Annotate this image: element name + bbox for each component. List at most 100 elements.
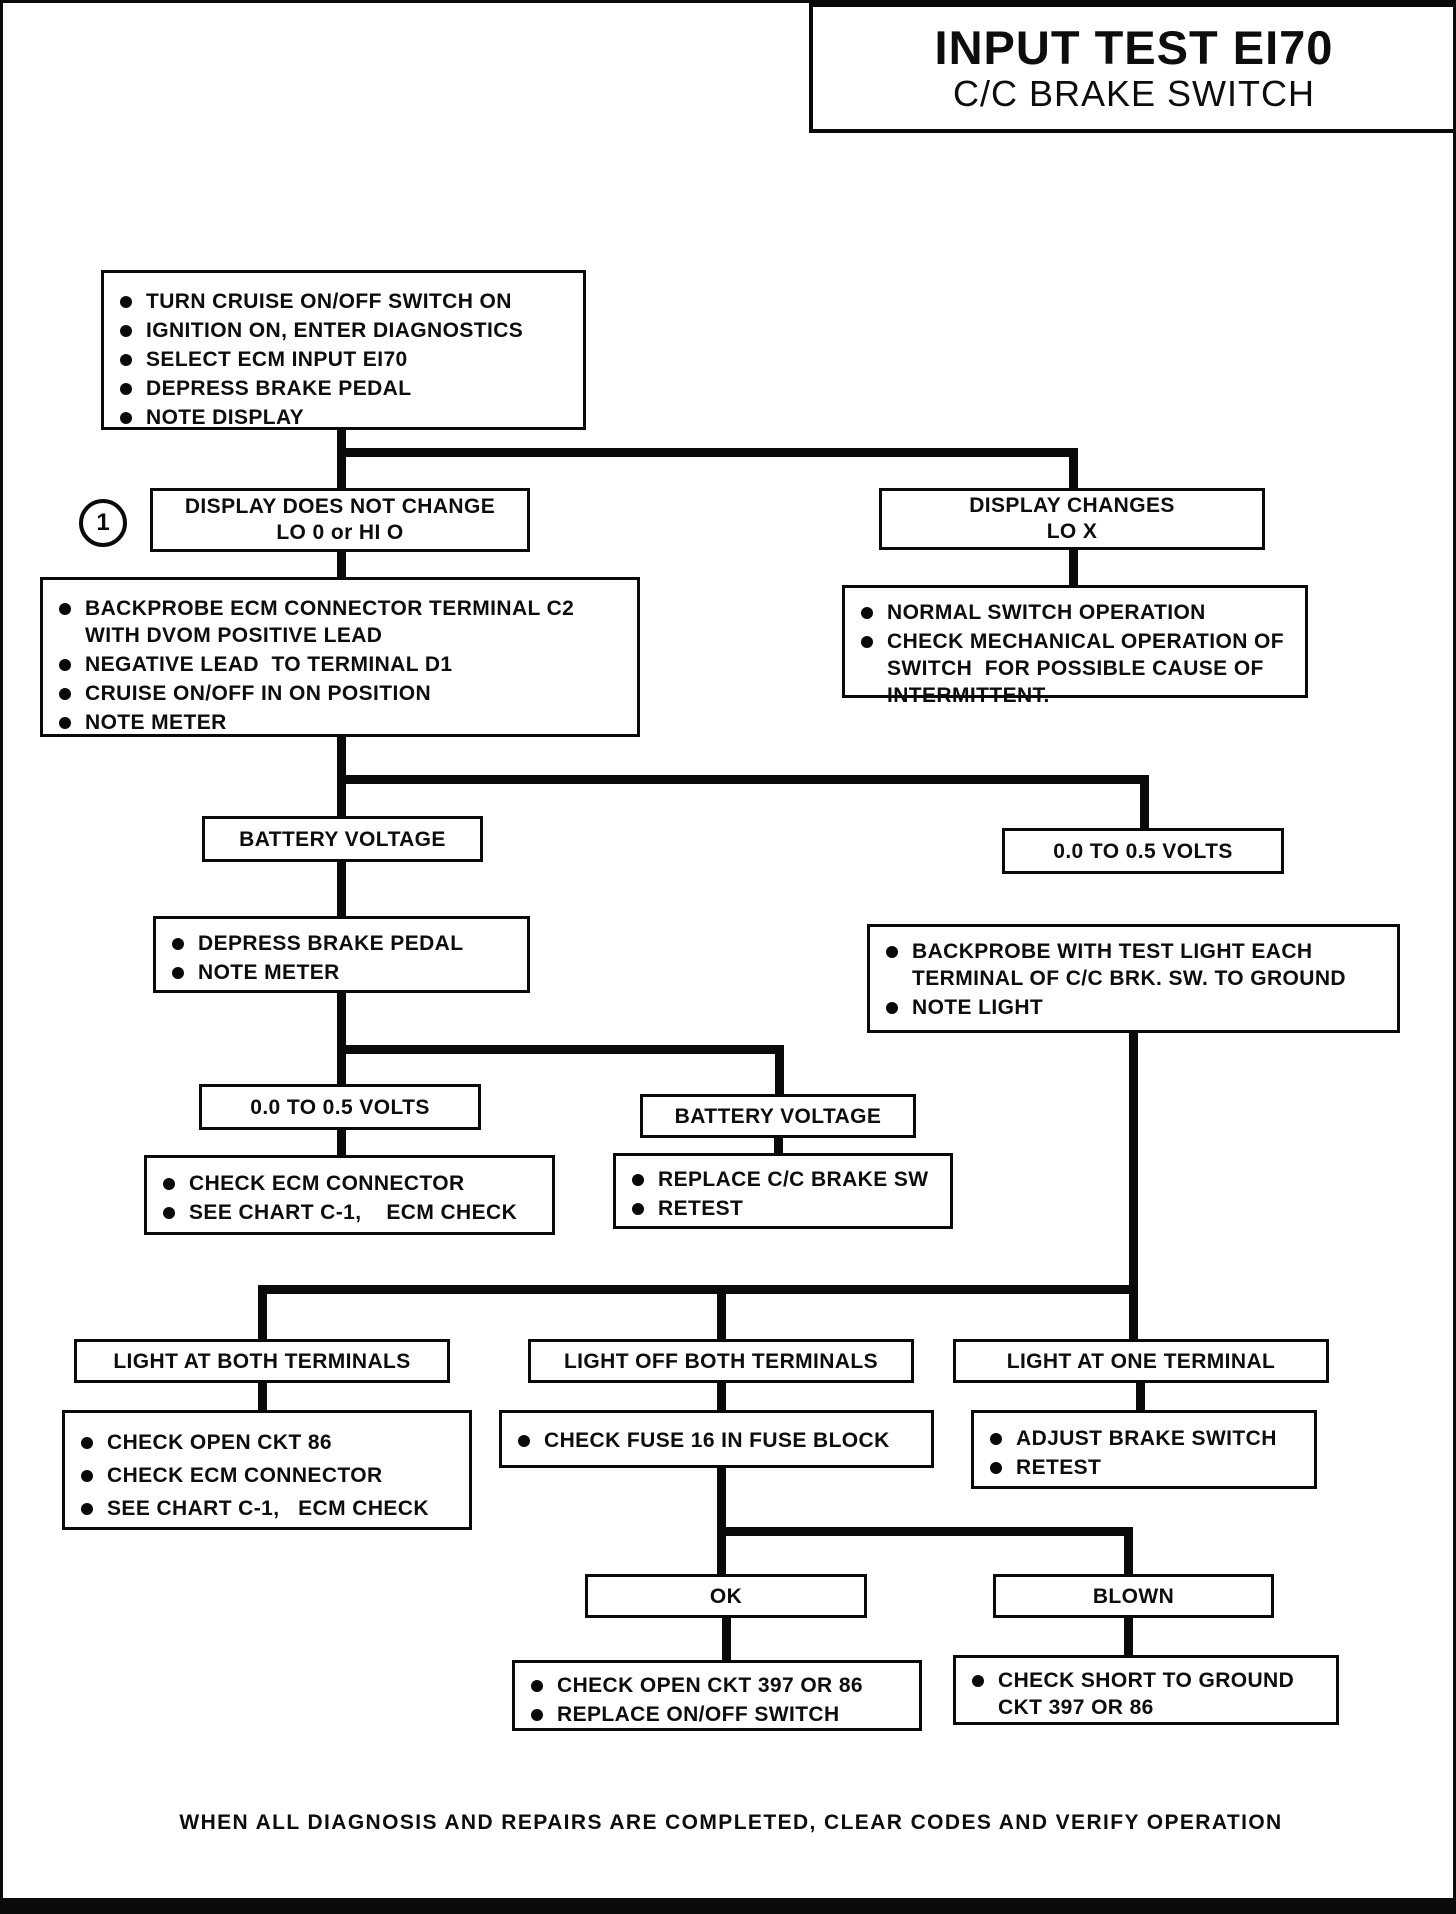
connector [1136,1382,1145,1410]
connector [1140,775,1149,828]
node-light-at-one-terminal: LIGHT AT ONE TERMINAL [953,1339,1329,1383]
bullet-icon [163,1207,175,1219]
connector [717,1468,726,1536]
bullet-icon [861,636,873,648]
node-depress-brake-pedal: DEPRESS BRAKE PEDAL NOTE METER [153,916,530,993]
list-item: NORMAL SWITCH OPERATION [861,599,1295,626]
result-text: 0.0 TO 0.5 VOLTS [250,1095,430,1119]
bullet-icon [120,354,132,366]
result-text: BATTERY VOLTAGE [239,827,446,851]
result-text: LO 0 or HI O [276,521,404,544]
list-item: RETEST [632,1195,940,1222]
instruction-text: NOTE METER [198,961,340,984]
step-marker: 1 [79,499,127,547]
list-item: SEE CHART C-1, ECM CHECK [163,1199,542,1226]
node-normal-switch-operation: NORMAL SWITCH OPERATION CHECK MECHANICAL… [842,585,1308,707]
bullet-icon [886,1002,898,1014]
connector [717,1382,726,1410]
bullet-icon [81,1437,93,1449]
page-bottom-border [3,1898,1453,1911]
list-item: CHECK MECHANICAL OPERATION OF SWITCH FOR… [861,628,1295,709]
list-item: DEPRESS BRAKE PEDAL [120,375,573,402]
node-check-open-ckt397: CHECK OPEN CKT 397 OR 86 REPLACE ON/OFF … [512,1660,922,1731]
result-text: LIGHT AT BOTH TERMINALS [113,1349,411,1373]
connector [1124,1527,1133,1574]
node-fuse-blown: BLOWN [993,1574,1274,1618]
node-check-open-ckt86: CHECK OPEN CKT 86 CHECK ECM CONNECTOR SE… [62,1410,472,1530]
bullet-icon [120,412,132,424]
connector [258,1294,267,1339]
result-text: BLOWN [1092,1584,1175,1608]
node-replace-brake-switch: REPLACE C/C BRAKE SW RETEST [613,1153,953,1229]
connector [717,1536,726,1574]
bullet-icon [120,325,132,337]
bullet-icon [172,967,184,979]
connector [775,1045,784,1094]
node-volts-low-left: 0.0 TO 0.5 VOLTS [199,1084,481,1130]
bullet-icon [861,607,873,619]
instruction-text: SEE CHART C-1, ECM CHECK [189,1201,518,1224]
instruction-text: ADJUST BRAKE SWITCH [1016,1427,1277,1450]
instruction-text: REPLACE ON/OFF SWITCH [557,1703,840,1726]
instruction-text: CRUISE ON/OFF IN ON POSITION [85,682,432,705]
list-item: RETEST [990,1454,1304,1481]
bullet-icon [518,1435,530,1447]
list-item: SELECT ECM INPUT EI70 [120,346,573,373]
list-item: CHECK ECM CONNECTOR [81,1462,459,1489]
connector [337,861,346,916]
list-item: CHECK FUSE 16 IN FUSE BLOCK [518,1427,921,1454]
list-item: NEGATIVE LEAD TO TERMINAL D1 [59,651,627,678]
page-title: INPUT TEST EI70 [934,21,1334,74]
instruction-text: IGNITION ON, ENTER DIAGNOSTICS [146,319,524,342]
instruction-text: CHECK ECM CONNECTOR [189,1172,465,1195]
title-box: INPUT TEST EI70 C/C BRAKE SWITCH [809,3,1453,133]
instruction-text: NOTE DISPLAY [146,406,305,429]
node-light-off-both-terminals: LIGHT OFF BOTH TERMINALS [528,1339,914,1383]
instruction-text: BACKPROBE WITH TEST LIGHT EACH TERMINAL … [912,940,1346,990]
connector [717,1527,1133,1536]
node-light-at-both-terminals: LIGHT AT BOTH TERMINALS [74,1339,450,1383]
instruction-text: NORMAL SWITCH OPERATION [887,601,1206,624]
node-check-fuse-16: CHECK FUSE 16 IN FUSE BLOCK [499,1410,934,1468]
node-battery-voltage-1: BATTERY VOLTAGE [202,816,483,862]
result-text: LO X [1046,520,1098,543]
instruction-text: CHECK ECM CONNECTOR [107,1464,383,1487]
connector [337,775,1149,784]
bullet-icon [59,717,71,729]
list-item: CHECK OPEN CKT 397 OR 86 [531,1672,909,1699]
instruction-text: BACKPROBE ECM CONNECTOR TERMINAL C2 WITH… [85,597,581,647]
result-text: DISPLAY DOES NOT CHANGE [184,495,496,518]
instruction-text: CHECK SHORT TO GROUND CKT 397 OR 86 [998,1669,1301,1719]
connector [1069,448,1078,488]
step-marker-number: 1 [96,509,110,536]
connector [337,737,346,784]
instruction-text: CHECK FUSE 16 IN FUSE BLOCK [544,1429,890,1452]
bullet-icon [990,1462,1002,1474]
result-text: LIGHT OFF BOTH TERMINALS [563,1349,879,1373]
bullet-icon [59,659,71,671]
connector [722,1618,731,1660]
list-item: BACKPROBE ECM CONNECTOR TERMINAL C2 WITH… [59,595,627,649]
instruction-text: NOTE LIGHT [912,996,1044,1019]
connector [258,1285,1138,1294]
list-item: BACKPROBE WITH TEST LIGHT EACH TERMINAL … [886,938,1387,992]
bullet-icon [972,1675,984,1687]
bullet-icon [59,603,71,615]
footer-note: WHEN ALL DIAGNOSIS AND REPAIRS ARE COMPL… [179,1811,1283,1834]
instruction-text: SEE CHART C-1, ECM CHECK [107,1497,429,1520]
page-subtitle: C/C BRAKE SWITCH [952,73,1316,114]
bullet-icon [59,688,71,700]
node-battery-voltage-2: BATTERY VOLTAGE [640,1094,916,1138]
node-backprobe-test-light: BACKPROBE WITH TEST LIGHT EACH TERMINAL … [867,924,1400,1033]
bullet-icon [632,1174,644,1186]
instruction-text: NOTE METER [85,711,227,734]
result-text: BATTERY VOLTAGE [674,1104,882,1128]
instruction-text: CHECK OPEN CKT 397 OR 86 [557,1674,864,1697]
node-volts-low-right: 0.0 TO 0.5 VOLTS [1002,828,1284,874]
instruction-text: DEPRESS BRAKE PEDAL [198,932,464,955]
bullet-icon [172,938,184,950]
instruction-text: CHECK MECHANICAL OPERATION OF SWITCH FOR… [887,630,1291,707]
list-item: ADJUST BRAKE SWITCH [990,1425,1304,1452]
connector [774,1138,783,1153]
list-item: CHECK ECM CONNECTOR [163,1170,542,1197]
